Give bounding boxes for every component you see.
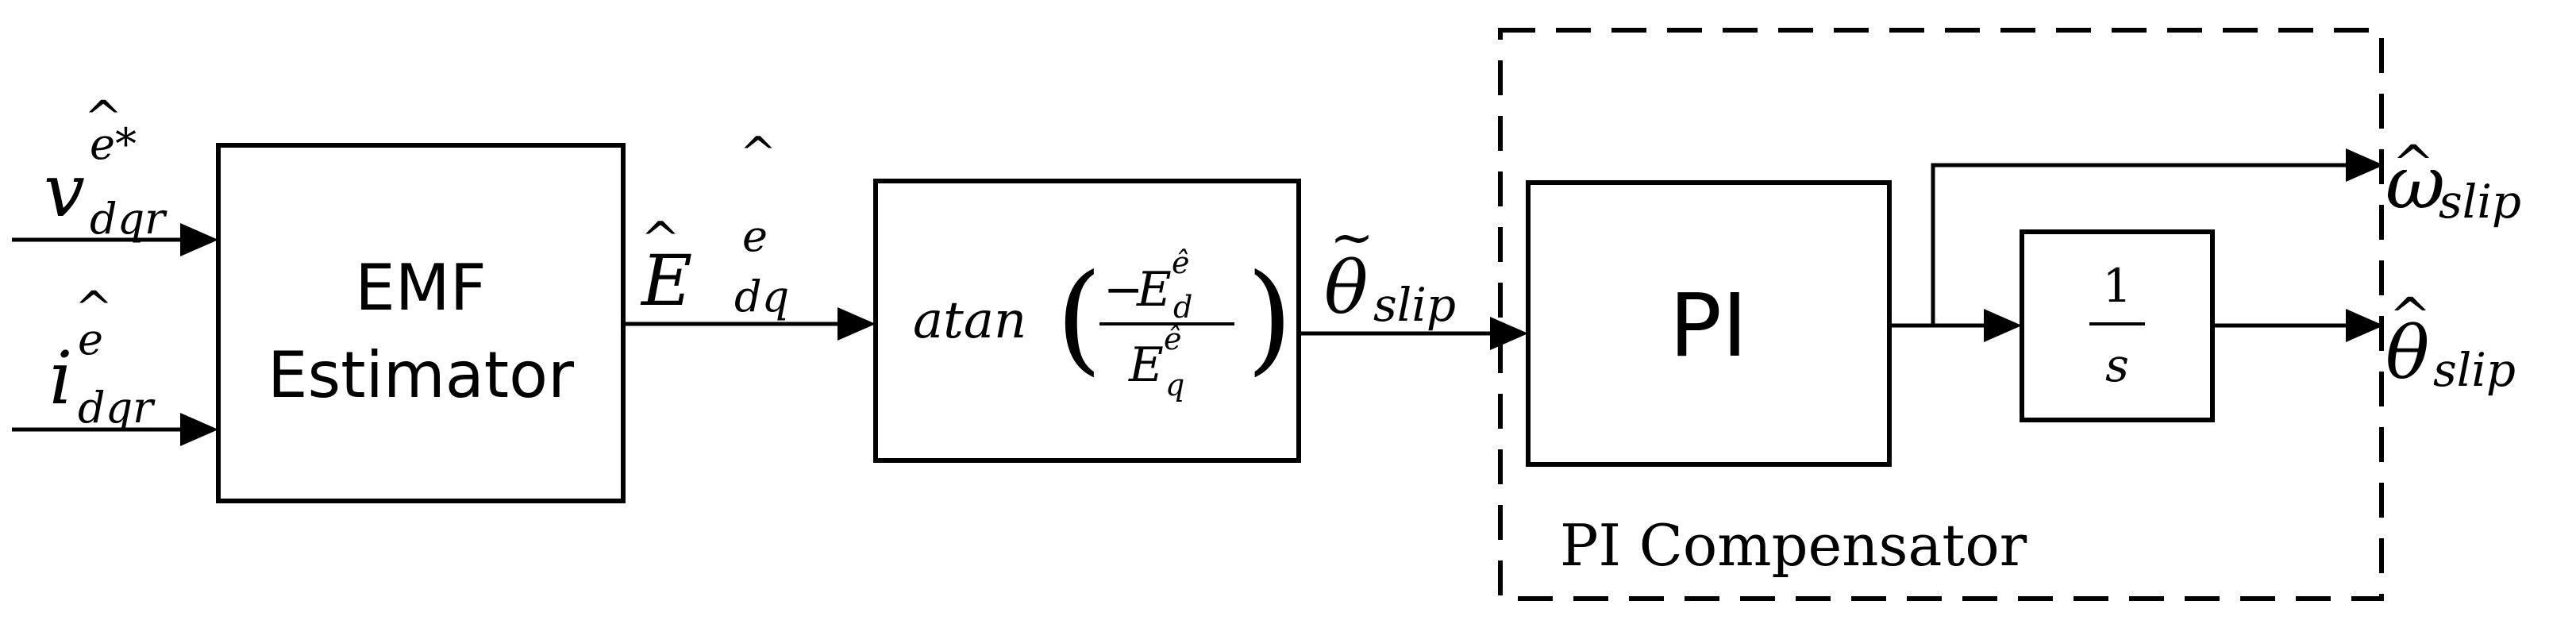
current-accent: ^: [75, 281, 114, 335]
voltage-accent: ^: [84, 91, 123, 144]
current-symbol: i: [49, 336, 72, 421]
emf-estimator-label-line2: Estimator: [268, 338, 574, 412]
emf-hat: ^: [641, 212, 680, 268]
atan-numerator-superscript: ê: [1172, 245, 1190, 280]
emf-estimator-block: [216, 143, 626, 503]
theta-error-subscript: slip: [1373, 278, 1456, 332]
voltage-symbol: v: [44, 148, 85, 233]
atan-function-name: atan: [913, 291, 1026, 350]
atan-denominator-superscript: ê: [1164, 322, 1182, 356]
input-current-label: ^ i e dqr: [49, 281, 156, 433]
pi-compensator-label: PI Compensator: [1560, 512, 2027, 579]
atan-denominator-symbol: E: [1128, 337, 1164, 393]
integrator-block: [2020, 229, 2215, 422]
emf-signal-label: ^ E ^ e dq: [640, 128, 789, 322]
current-subscript: dqr: [78, 383, 156, 433]
theta-subscript: slip: [2433, 343, 2516, 397]
atan-right-paren: ): [1246, 249, 1293, 387]
integrator-denominator: s: [2105, 338, 2129, 392]
emf-superscript: e: [742, 211, 768, 261]
emf-signal-arrowhead: [837, 307, 876, 341]
pi-label: PI: [1669, 275, 1748, 376]
voltage-input-arrowhead: [180, 223, 218, 256]
omega-subscript: slip: [2439, 175, 2521, 229]
theta-output-arrowhead: [2346, 309, 2384, 342]
voltage-subscript: dqr: [90, 194, 167, 244]
atan-denominator-subscript: q: [1165, 368, 1184, 403]
emf-subscript: dq: [734, 272, 789, 322]
integrator-input-arrowhead: [1984, 309, 2022, 342]
pi-block: [1526, 180, 1892, 467]
emf-symbol: E: [640, 240, 692, 322]
theta-output-label: ^ θ slip: [2385, 287, 2516, 397]
theta-error-symbol: θ: [1324, 245, 1368, 330]
omega-output-arrowhead: [2346, 148, 2384, 182]
theta-symbol: θ: [2385, 310, 2429, 395]
atan-numerator-sign: −: [1103, 262, 1143, 318]
atan-block: [873, 179, 1301, 463]
atan-expression: atan ( ) − E ê d E ê q: [913, 245, 1293, 403]
omega-output-label: ^ ω slip: [2385, 135, 2521, 229]
omega-hat: ^: [2392, 135, 2435, 194]
voltage-superscript: e*: [90, 119, 137, 169]
atan-numerator-symbol: E: [1136, 262, 1172, 318]
pi-compensator-group: [1498, 28, 2384, 601]
theta-error-arrowhead: [1490, 317, 1528, 350]
theta-hat: ^: [2389, 287, 2432, 346]
atan-left-paren: (: [1056, 249, 1103, 387]
theta-error-label: ~ θ slip: [1324, 207, 1456, 332]
emf-superscript-accent: ^: [740, 128, 777, 179]
atan-numerator-subscript: d: [1173, 290, 1192, 325]
current-input-arrowhead: [180, 413, 218, 446]
input-voltage-label: ^ v e* dqr: [44, 91, 167, 244]
omega-branch-line: [1931, 163, 2350, 325]
omega-symbol: ω: [2385, 141, 2445, 225]
current-superscript: e: [78, 314, 103, 364]
theta-error-tilde: ~: [1330, 207, 1373, 268]
integrator-numerator: 1: [2103, 259, 2132, 313]
emf-estimator-label-line1: EMF: [355, 251, 487, 325]
